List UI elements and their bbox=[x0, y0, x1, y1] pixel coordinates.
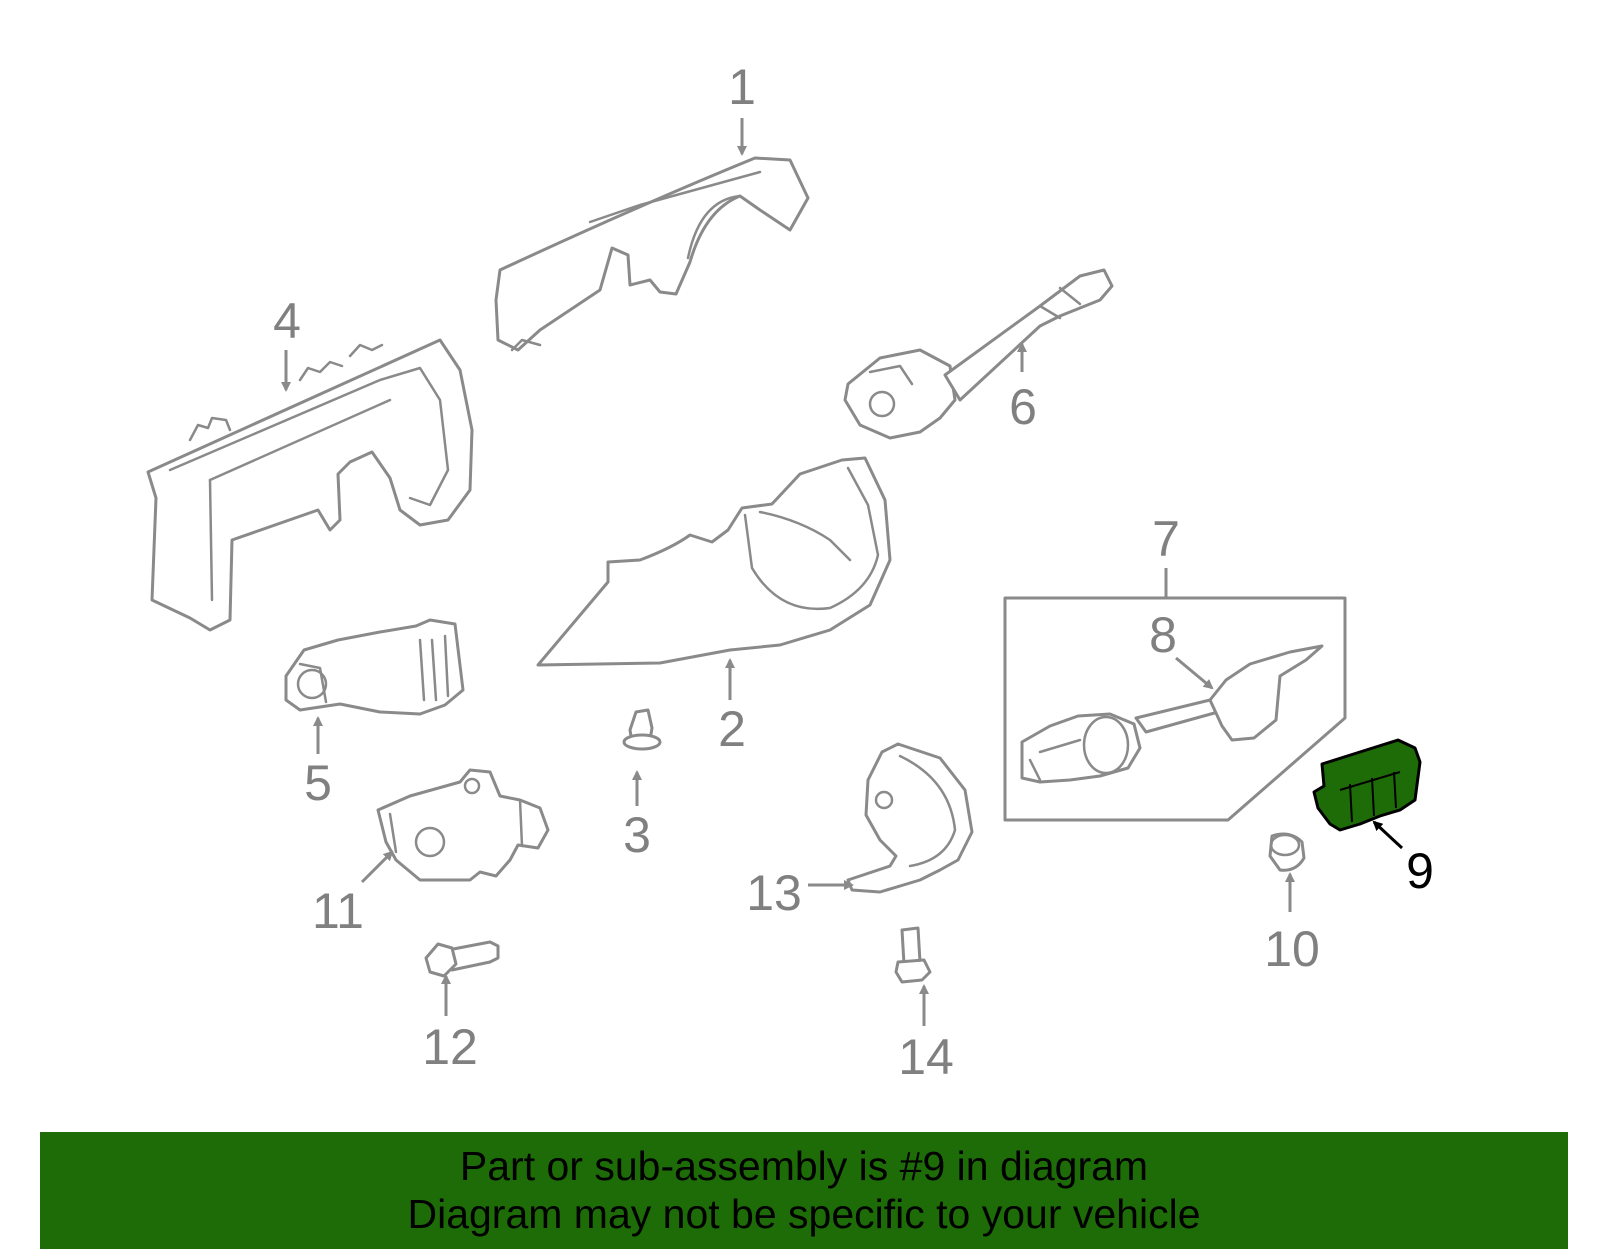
part-3-clip bbox=[622, 708, 662, 751]
info-banner: Part or sub-assembly is #9 in diagram Di… bbox=[40, 1132, 1568, 1249]
callout-3: 3 bbox=[623, 807, 651, 863]
part-9-key-fob bbox=[1312, 738, 1422, 832]
part-11-switch-housing bbox=[376, 768, 550, 882]
part-8-key bbox=[1134, 644, 1324, 742]
part-4-trim-panel bbox=[146, 338, 474, 632]
callout-11: 11 bbox=[312, 883, 364, 939]
banner-line-disclaimer: Diagram may not be specific to your vehi… bbox=[407, 1191, 1201, 1237]
callout-2: 2 bbox=[718, 701, 746, 757]
callout-8: 8 bbox=[1149, 607, 1177, 663]
callout-13: 13 bbox=[746, 865, 802, 921]
callout-7: 7 bbox=[1152, 511, 1180, 567]
part-1-upper-shroud bbox=[494, 156, 810, 352]
callout-6: 6 bbox=[1009, 379, 1037, 435]
callout-12: 12 bbox=[422, 1019, 478, 1075]
part-10-cap bbox=[1268, 832, 1306, 872]
part-6-combination-switch bbox=[843, 268, 1114, 440]
callout-14: 14 bbox=[898, 1029, 954, 1085]
callout-10: 10 bbox=[1264, 921, 1320, 977]
callout-9: 9 bbox=[1406, 843, 1434, 899]
part-5-ignition-switch bbox=[284, 618, 465, 716]
banner-line-part-number: Part or sub-assembly is #9 in diagram bbox=[459, 1143, 1149, 1189]
part-13-bracket bbox=[846, 742, 974, 894]
callout-1: 1 bbox=[728, 59, 756, 115]
leader-lines bbox=[281, 118, 1404, 1026]
part-12-bolt bbox=[424, 940, 500, 978]
part-2-lower-shroud bbox=[536, 456, 892, 667]
part-14-screw bbox=[894, 926, 932, 984]
callout-4: 4 bbox=[273, 293, 301, 349]
callout-5: 5 bbox=[304, 755, 332, 811]
